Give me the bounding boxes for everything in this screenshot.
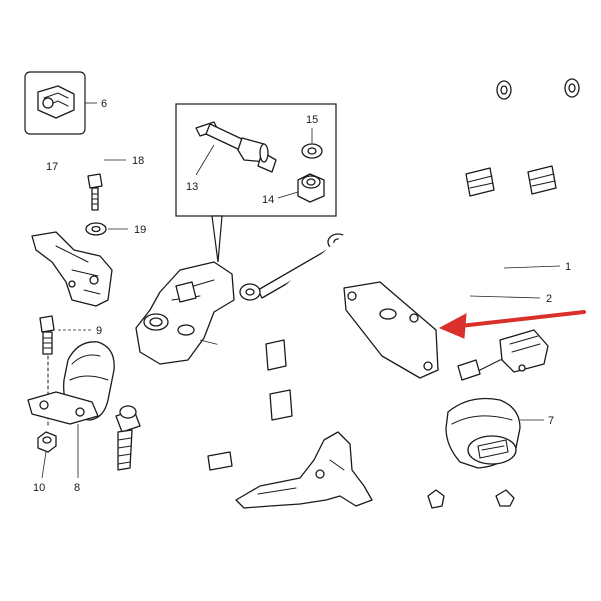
part-9-bolt: [39, 315, 55, 355]
callout-18: 18: [132, 155, 144, 167]
leader-13: [195, 144, 215, 176]
left-mounting-bracket: [31, 231, 113, 307]
leader-14: [277, 191, 299, 199]
callout-15: 15: [306, 114, 318, 126]
part-7-gear-boot: [445, 397, 521, 469]
highlight-arrow: [438, 310, 586, 339]
callout-7: 7: [548, 415, 554, 427]
callout-13: 13: [186, 181, 198, 193]
callout-14: 14: [262, 194, 274, 206]
leader-11: [199, 339, 221, 346]
callout-10: 10: [33, 482, 45, 494]
callout-6: 6: [101, 98, 107, 110]
part-11-support-bracket: [135, 261, 235, 365]
leader-10: [41, 451, 47, 479]
part-13-bolt: [195, 121, 277, 173]
shift-cable-assembly: [115, 78, 580, 472]
small-fitting-left: [427, 489, 445, 509]
bulkhead-plate: [343, 281, 439, 379]
part-19-washer: [85, 222, 107, 236]
callout-2: 2: [546, 293, 552, 305]
part-6-clip-box: [24, 71, 86, 135]
part-18-bolt: [87, 173, 103, 211]
callout-19: 19: [134, 224, 146, 236]
callout-9: 9: [96, 325, 102, 337]
detail-box-13-14-15: 13 15 14: [175, 103, 337, 263]
callout-8: 8: [74, 482, 80, 494]
part-10-nut: [37, 431, 57, 453]
leader-1: [503, 265, 561, 269]
small-fitting-right: [495, 489, 515, 507]
part-15-washer: [301, 143, 323, 159]
callout-1: 1: [565, 261, 571, 273]
leader-2: [469, 295, 541, 299]
part-8-rubber-mount: [27, 341, 115, 425]
lower-bracket: [235, 431, 373, 509]
callout-17: 17: [46, 161, 58, 173]
part-14-nut: [297, 173, 325, 203]
sensor-connector: [457, 329, 549, 381]
